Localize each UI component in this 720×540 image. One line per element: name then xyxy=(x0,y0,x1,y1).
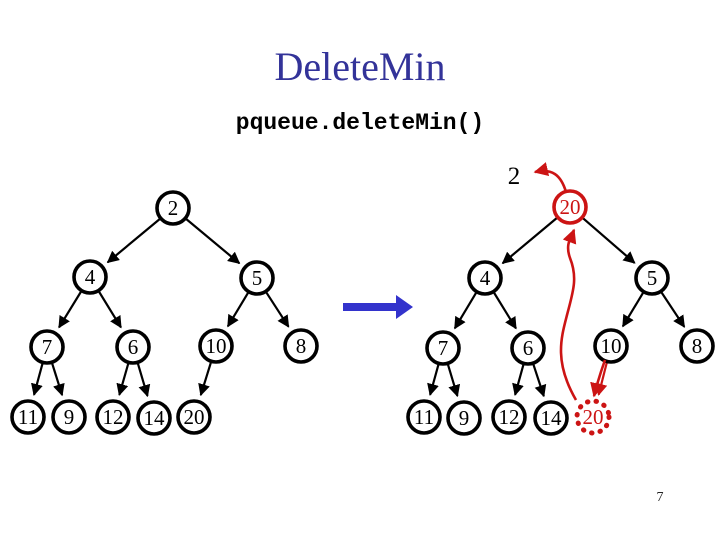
tree-node-label-6: 6 xyxy=(128,335,139,359)
tree-node-label-6: 6 xyxy=(523,336,534,360)
tree-edge-6-14 xyxy=(531,362,547,398)
percolate-up-arrow-icon xyxy=(559,228,578,401)
tree-node-label-12: 12 xyxy=(499,405,520,429)
tree-node-circle-4 xyxy=(72,259,108,295)
slide-title: DeleteMin xyxy=(274,44,446,89)
tree-node-circle-9 xyxy=(446,400,482,436)
tree-node-circle-6 xyxy=(115,329,151,365)
tree-node-circle-8 xyxy=(679,328,715,364)
tree-edge-7-9 xyxy=(50,361,65,397)
tree-node-label-11: 11 xyxy=(18,405,38,429)
tree-node-circle-9 xyxy=(51,399,87,435)
tree-node-label-20: 20 xyxy=(583,405,604,429)
tree-node-circle-20 xyxy=(176,399,212,435)
tree-node-circle-12 xyxy=(95,399,131,435)
tree-node-circle-8 xyxy=(283,328,319,364)
tree-node-label-5: 5 xyxy=(647,266,658,290)
tree-edge-6-14 xyxy=(136,362,151,398)
page-number: 7 xyxy=(656,490,664,505)
tree-edge-20-5 xyxy=(581,216,636,264)
annotation-arrows-layer: 2 xyxy=(343,162,607,401)
transition-arrow-icon xyxy=(343,295,413,319)
tree-edge-4-7 xyxy=(453,291,478,330)
tree-node-label-4: 4 xyxy=(85,265,96,289)
tree-node-circle-11 xyxy=(10,399,46,435)
tree-node-label-14: 14 xyxy=(144,406,166,430)
tree-node-label-12: 12 xyxy=(103,405,124,429)
tree-node-label-8: 8 xyxy=(296,334,307,358)
tree-edge-4-6 xyxy=(97,290,122,329)
tree-nodes-layer: 2 4 5 7 6 10 8 11 9 12 14 20 20 4 5 7 6 10 8 11 9 12 14 20 xyxy=(10,189,715,436)
tree-edge-10-20 xyxy=(198,360,213,397)
tree-node-label-20: 20 xyxy=(184,405,205,429)
tree-node-circle-5 xyxy=(634,260,670,296)
tree-node-circle-11 xyxy=(406,399,442,435)
tree-node-circle-4 xyxy=(467,260,503,296)
tree-node-circle-20 xyxy=(574,398,612,436)
tree-node-circle-14 xyxy=(136,400,172,436)
removed-min-arrow-icon xyxy=(533,162,568,193)
tree-node-circle-6 xyxy=(510,330,546,366)
tree-edge-20-4 xyxy=(501,216,559,265)
tree-node-circle-20 xyxy=(552,189,588,225)
tree-node-label-4: 4 xyxy=(480,266,491,290)
tree-edge-4-6 xyxy=(492,291,517,330)
tree-edge-4-7 xyxy=(58,290,83,329)
tree-edge-5-8 xyxy=(264,290,290,328)
tree-node-label-10: 10 xyxy=(206,334,227,358)
tree-edge-6-12 xyxy=(512,363,525,396)
tree-node-label-9: 9 xyxy=(459,406,470,430)
tree-edge-6-12 xyxy=(116,362,130,397)
tree-edge-5-10 xyxy=(226,291,250,328)
tree-node-label-5: 5 xyxy=(252,266,263,290)
tree-node-label-14: 14 xyxy=(541,406,563,430)
last-node-drop-arrow-icon xyxy=(590,359,607,398)
tree-node-circle-7 xyxy=(29,329,65,365)
tree-edge-7-9 xyxy=(446,363,461,398)
tree-node-circle-10 xyxy=(593,328,629,364)
tree-edges-layer xyxy=(31,216,686,398)
code-text: pqueue.deleteMin() xyxy=(235,110,485,136)
tree-node-circle-14 xyxy=(533,400,569,436)
tree-node-circle-2 xyxy=(155,190,191,226)
tree-node-label-7: 7 xyxy=(438,336,449,360)
tree-node-label-11: 11 xyxy=(414,405,434,429)
tree-node-label-7: 7 xyxy=(42,335,53,359)
tree-edge-7-11 xyxy=(31,362,44,396)
tree-node-circle-10 xyxy=(198,328,234,364)
tree-node-label-9: 9 xyxy=(64,405,75,429)
tree-node-label-8: 8 xyxy=(692,334,703,358)
tree-node-label-10: 10 xyxy=(601,334,622,358)
tree-node-circle-7 xyxy=(425,330,461,366)
tree-node-circle-12 xyxy=(491,399,527,435)
removed-min-value-label: 2 xyxy=(508,163,521,190)
tree-edge-5-8 xyxy=(659,290,686,328)
tree-edge-2-4 xyxy=(106,217,162,264)
tree-node-label-20: 20 xyxy=(560,195,581,219)
tree-node-label-2: 2 xyxy=(168,196,179,220)
tree-node-circle-5 xyxy=(239,260,275,296)
tree-edge-2-5 xyxy=(184,217,241,265)
tree-edge-7-11 xyxy=(427,363,440,396)
tree-edge-5-10 xyxy=(621,291,645,328)
